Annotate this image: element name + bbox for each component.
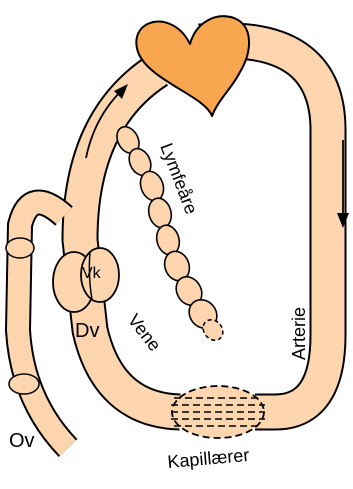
vein-label: Vene xyxy=(124,310,165,355)
artery-label: Arterie xyxy=(289,307,309,360)
valve-label: Vk xyxy=(82,265,102,282)
capillaries-label: Kapillærer xyxy=(167,445,250,472)
deep-vein-label: Dv xyxy=(75,320,99,342)
capillary-bed xyxy=(171,386,265,438)
heart-icon xyxy=(136,16,249,116)
superficial-vein-vessel xyxy=(6,202,68,448)
superficial-vein-label: Ov xyxy=(9,430,35,452)
